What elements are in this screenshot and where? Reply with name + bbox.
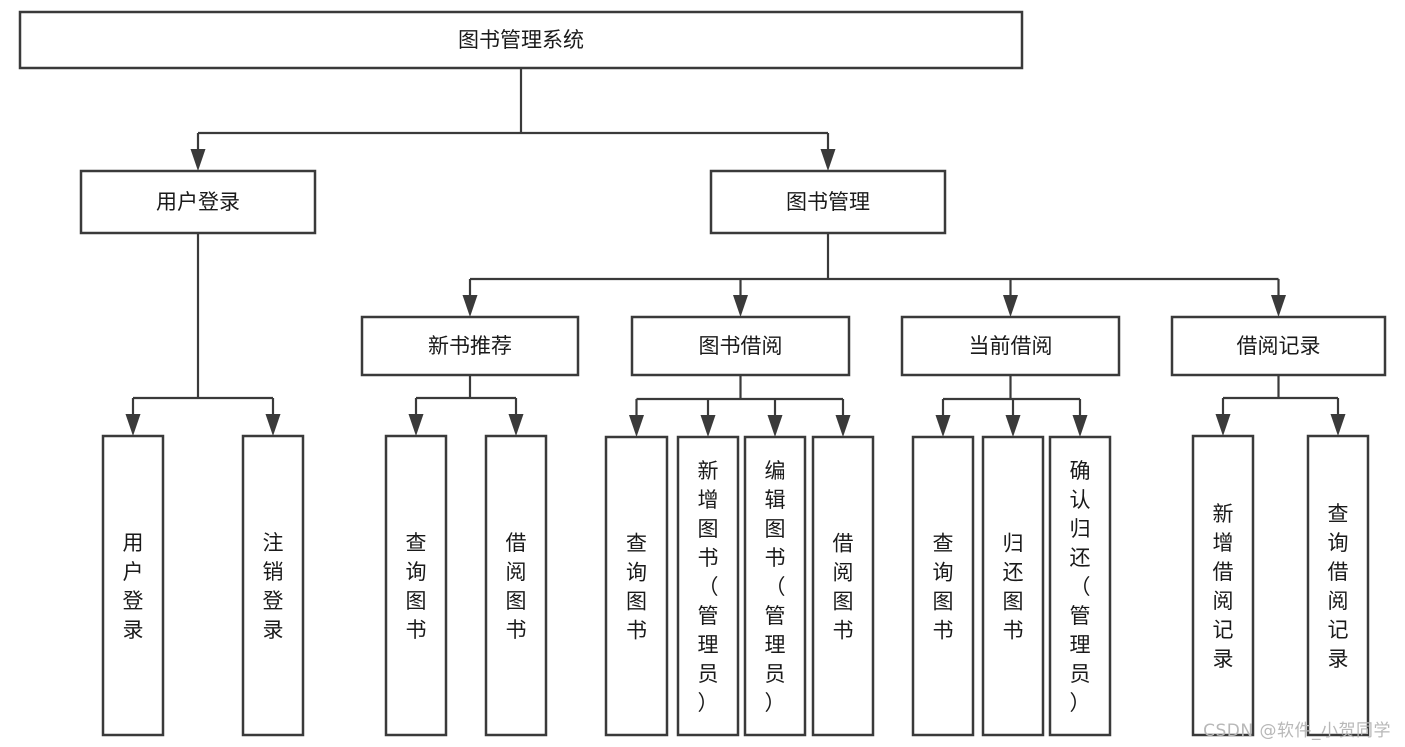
node-box: [360, 315, 580, 377]
node-user-login[interactable]: 用户登录: [79, 169, 317, 235]
node-label: 借阅图书: [833, 532, 854, 643]
node-leaf-return-book[interactable]: 归还图书: [981, 435, 1045, 737]
node-leaf-user-login[interactable]: 用户登录: [101, 434, 165, 737]
node-box: [743, 435, 807, 737]
node-label: 图书管理: [786, 190, 870, 214]
node-box: [18, 10, 1024, 70]
node-leaf-add-book[interactable]: 新增图书（管理员）: [676, 435, 740, 737]
node-box: [79, 169, 317, 235]
node-box: [630, 315, 851, 377]
node-label: 图书管理系统: [458, 28, 584, 52]
node-box: [709, 169, 947, 235]
node-label: 确认归还（管理员）: [1070, 459, 1091, 715]
node-label: 编辑图书（管理员）: [765, 459, 786, 715]
node-box: [101, 434, 165, 737]
node-label: 用户登录: [123, 531, 144, 642]
node-box: [811, 435, 875, 737]
node-leaf-add-record[interactable]: 新增借阅记录: [1191, 434, 1255, 737]
node-label: 当前借阅: [969, 334, 1053, 358]
node-label: 用户登录: [156, 190, 240, 214]
node-leaf-confirm-return[interactable]: 确认归还（管理员）: [1048, 435, 1112, 737]
node-box: [911, 435, 975, 737]
node-box: [1191, 434, 1255, 737]
node-box: [676, 435, 740, 737]
node-box: [1170, 315, 1387, 377]
node-leaf-logout[interactable]: 注销登录: [241, 434, 305, 737]
node-label: 新增图书（管理员）: [698, 459, 719, 715]
node-leaf-query-book-1[interactable]: 查询图书: [384, 434, 448, 737]
node-label: 查询图书: [933, 532, 954, 643]
node-label: 查询借阅记录: [1328, 502, 1349, 671]
node-label: 图书借阅: [699, 334, 783, 358]
node-box: [384, 434, 448, 737]
node-box: [900, 315, 1121, 377]
node-box: [241, 434, 305, 737]
node-leaf-edit-book[interactable]: 编辑图书（管理员）: [743, 435, 807, 737]
node-current-borrow[interactable]: 当前借阅: [900, 315, 1121, 377]
node-label: 借阅图书: [506, 531, 527, 642]
node-label: 新书推荐: [428, 334, 512, 358]
node-label: 注销登录: [263, 531, 284, 642]
node-leaf-query-book-2[interactable]: 查询图书: [604, 435, 669, 737]
node-label: 新增借阅记录: [1213, 502, 1234, 671]
node-box: [981, 435, 1045, 737]
node-box: [1306, 434, 1370, 737]
node-root[interactable]: 图书管理系统: [18, 10, 1024, 70]
node-box: [484, 434, 548, 737]
node-leaf-borrow-book-1[interactable]: 借阅图书: [484, 434, 548, 737]
node-box: [1048, 435, 1112, 737]
node-label: 查询图书: [626, 532, 647, 643]
node-borrow-record[interactable]: 借阅记录: [1170, 315, 1387, 377]
node-label: 查询图书: [406, 531, 427, 642]
node-box: [604, 435, 669, 737]
node-book-borrow[interactable]: 图书借阅: [630, 315, 851, 377]
node-book-manage[interactable]: 图书管理: [709, 169, 947, 235]
node-label: 借阅记录: [1237, 334, 1321, 358]
node-leaf-query-book-3[interactable]: 查询图书: [911, 435, 975, 737]
node-leaf-borrow-book-2[interactable]: 借阅图书: [811, 435, 875, 737]
node-leaf-query-record[interactable]: 查询借阅记录: [1306, 434, 1370, 737]
connector-layer: [125, 68, 1346, 437]
node-new-book-rec[interactable]: 新书推荐: [360, 315, 580, 377]
node-layer: 图书管理系统用户登录图书管理新书推荐图书借阅当前借阅借阅记录用户登录注销登录查询…: [18, 10, 1387, 737]
node-label: 归还图书: [1003, 532, 1024, 643]
